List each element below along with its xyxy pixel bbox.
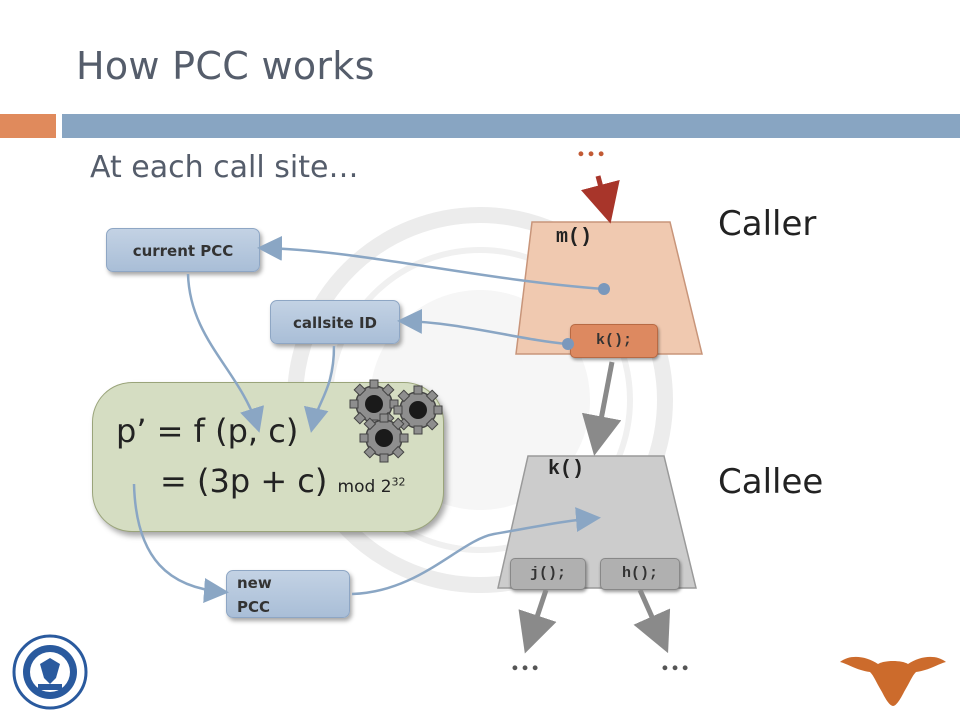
ellipsis-top: … xyxy=(576,130,608,163)
caller-function-label: m() xyxy=(556,226,593,249)
subtitle: At each call site… xyxy=(90,150,359,185)
anchor-dot-k xyxy=(562,338,574,350)
anchor-dot-m xyxy=(598,283,610,295)
call-j-instruction: j(); xyxy=(510,558,586,590)
university-seal-logo xyxy=(12,634,88,710)
page-title: How PCC works xyxy=(76,44,375,88)
arrow-current-pcc-to-formula xyxy=(186,273,264,433)
new-pcc-box: new PCC xyxy=(226,570,350,618)
callee-function-label: k() xyxy=(548,458,585,481)
callee-label: Callee xyxy=(718,462,824,502)
title-rule-accent xyxy=(0,114,56,138)
formula-mod: mod 232 xyxy=(337,475,406,497)
formula-line-1: p’ = f (p, c) xyxy=(116,412,299,450)
arrow-call-k xyxy=(581,361,622,456)
formula-line-2: = (3p + c) mod 232 xyxy=(160,462,406,500)
new-pcc-line-2: PCC xyxy=(237,598,271,616)
current-pcc-box: current PCC xyxy=(106,228,260,272)
call-k-instruction: k(); xyxy=(570,324,658,358)
arrow-new-pcc-to-callee xyxy=(351,507,601,596)
arrow-formula-to-new-pcc xyxy=(132,483,229,603)
formula-line-2-main: = (3p + c) xyxy=(160,462,328,500)
arrow-entry xyxy=(581,175,620,224)
arrow-k-to-callsite-id xyxy=(397,308,569,346)
title-rule xyxy=(62,114,960,138)
call-h-instruction: h(); xyxy=(600,558,680,590)
formula-exponent: 32 xyxy=(391,475,406,489)
new-pcc-line-1: new xyxy=(237,574,272,592)
arrow-call-j xyxy=(518,589,557,654)
callsite-id-box: callsite ID xyxy=(270,300,400,344)
caller-label: Caller xyxy=(718,204,817,244)
formula-mod-text: mod 2 xyxy=(337,477,392,497)
arrow-call-h xyxy=(633,588,671,654)
arrow-m-to-current-pcc xyxy=(257,235,605,291)
longhorn-logo xyxy=(840,656,946,706)
arrow-callsite-to-formula xyxy=(303,345,336,433)
